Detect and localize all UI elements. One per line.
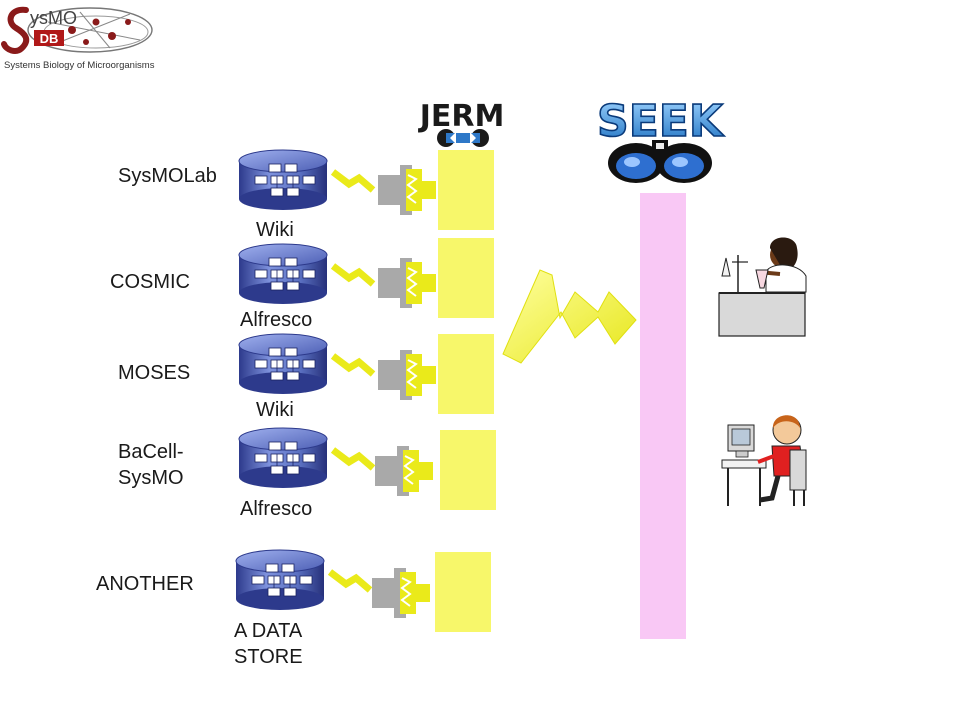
row-2 [238, 243, 436, 308]
database-icon [238, 333, 328, 394]
store-label-wiki-1: Wiki [256, 219, 294, 241]
project-label-moses: MOSES [118, 362, 191, 384]
row-3 [238, 333, 436, 400]
store-label-a-data-store: A DATA STORE [234, 620, 303, 668]
database-icon [238, 243, 328, 304]
jerm-title: JERM [418, 99, 505, 134]
puzzle-icon [378, 165, 436, 215]
project-label-cosmic: COSMIC [110, 271, 190, 293]
store-label-wiki-2: Wiki [256, 399, 294, 421]
row-5 [235, 549, 430, 618]
connector-line [327, 569, 373, 593]
yellow-panel-5 [435, 552, 491, 632]
jerm-panels [435, 150, 496, 632]
yellow-panel-2 [438, 238, 494, 318]
connector-line [330, 353, 376, 377]
yellow-panel-1 [438, 150, 494, 230]
connector-line [330, 263, 376, 287]
project-label-another: ANOTHER [96, 573, 194, 595]
scientist-icon [718, 237, 807, 337]
jerm-icon: JERM [418, 99, 505, 147]
binoculars-icon [608, 140, 712, 183]
computer-user-icon [721, 415, 807, 506]
seek-title: SEEK [597, 96, 725, 147]
puzzle-icon [375, 446, 433, 496]
yellow-panel-3 [438, 334, 494, 414]
seek-pink-bar [640, 193, 686, 639]
database-icon [235, 549, 325, 610]
puzzle-icon [378, 350, 436, 400]
connector-line [330, 447, 376, 471]
puzzle-icon [372, 568, 430, 618]
logo-sysmo-text: ysMO [30, 8, 77, 28]
logo-db-text: DB [40, 31, 59, 46]
database-icon [238, 427, 328, 488]
lightning-icon [502, 269, 637, 364]
database-icon [238, 149, 328, 210]
project-label-bacell-sysmo: BaCell- SysMO [118, 441, 184, 489]
store-label-alfresco-1: Alfresco [240, 309, 313, 331]
connector-line [330, 169, 376, 193]
row-1 [238, 149, 436, 215]
row-4 [238, 427, 433, 496]
sysmo-db-logo: DB ysMO Systems Biology of Microorganism… [1, 6, 155, 71]
store-label-alfresco-2: Alfresco [240, 498, 313, 520]
logo-tagline: Systems Biology of Microorganisms [4, 60, 155, 71]
yellow-panel-4 [440, 430, 496, 510]
project-label-sysmolab: SysMOLab [118, 165, 217, 187]
seek-logo: SEEK [596, 95, 726, 183]
puzzle-icon [378, 258, 436, 308]
